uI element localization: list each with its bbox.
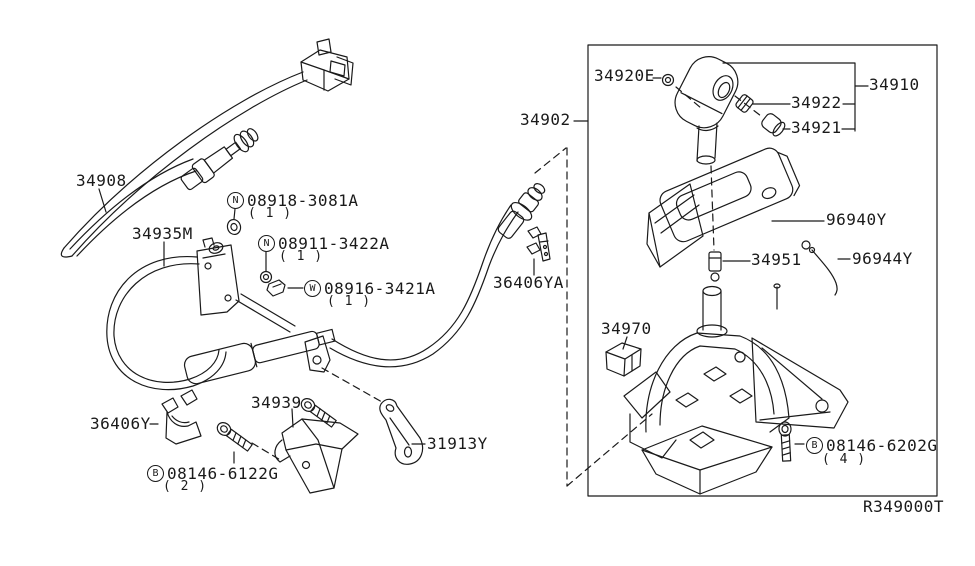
hardware-part-number: 08916-3421A [324, 278, 436, 298]
nut-symbol-icon: N [227, 192, 244, 209]
hardware-label-nut-08911: N 08911-3422A [258, 235, 389, 252]
bolt-6202g [778, 421, 792, 462]
bolt-6122g-a [216, 422, 253, 452]
shift-knob [674, 56, 739, 165]
harness-96944y [801, 240, 838, 296]
knob-nut-34920e [661, 73, 675, 87]
cable-34902-run [329, 183, 546, 368]
mount-bracket-plate [196, 237, 240, 316]
hardware-label-bolt-6122g: B 08146-6122G [147, 465, 278, 482]
hardware-qty-nut-08911: ( 1 ) [279, 249, 324, 264]
clip-36406y [161, 389, 202, 445]
cable-damper [183, 293, 336, 385]
pin-34951 [708, 251, 722, 282]
block-34970 [605, 342, 642, 377]
nut-08911 [259, 270, 273, 284]
part-label-34939: 34939 [251, 393, 302, 412]
washer-08918 [226, 218, 242, 236]
part-label-96940y: 96940Y [826, 210, 887, 229]
clip-36406ya [526, 226, 551, 262]
hardware-part-number: 08911-3422A [278, 233, 390, 253]
hardware-qty-washer-08916: ( 1 ) [327, 294, 372, 309]
hardware-qty-bolt-6202g: ( 4 ) [822, 452, 867, 467]
bolt-symbol-icon: B [147, 465, 164, 482]
bolt-6122g-b [300, 398, 337, 428]
nut-symbol-icon: N [258, 235, 275, 252]
leader-lines [98, 62, 869, 464]
hardware-part-number: 08146-6122G [167, 463, 279, 483]
part-label-34935m: 34935M [132, 224, 193, 243]
hardware-label-bolt-6202g: B 08146-6202G [806, 437, 937, 454]
part-label-34910: 34910 [869, 75, 920, 94]
part-label-34902: 34902 [520, 110, 571, 129]
part-label-96944y: 96944Y [852, 249, 913, 268]
bolt-symbol-icon: B [806, 437, 823, 454]
washer-08916-clamp [266, 279, 286, 297]
figure-ref-code: R349000T [863, 497, 945, 516]
cable-34908 [60, 38, 354, 258]
part-label-36406ya: 36406YA [493, 273, 564, 292]
part-label-34920e: 34920E [594, 66, 655, 85]
part-label-34921: 34921 [791, 118, 842, 137]
hardware-label-nut-08918: N 08918-3081A [227, 192, 358, 209]
hardware-qty-bolt-6122g: ( 2 ) [163, 479, 208, 494]
bracket-34939 [274, 418, 359, 494]
knob-button-parts [735, 94, 786, 137]
part-label-34951: 34951 [751, 250, 802, 269]
part-label-34908: 34908 [76, 171, 127, 190]
part-label-34922: 34922 [791, 93, 842, 112]
part-label-31913y: 31913Y [427, 434, 488, 453]
washer-symbol-icon: W [304, 280, 321, 297]
part-label-36406y: 36406Y [90, 414, 151, 433]
cable-34935m-loop [106, 256, 227, 391]
shifter-base-assembly [623, 283, 849, 495]
projection-lines [251, 86, 762, 487]
indicator-console-96940y [646, 147, 801, 268]
bracket-31913y [379, 398, 424, 465]
hardware-label-washer-08916: W 08916-3421A [304, 280, 435, 297]
hardware-part-number: 08918-3081A [247, 190, 359, 210]
part-label-34970: 34970 [601, 319, 652, 338]
hardware-qty-nut-08918: ( 1 ) [248, 206, 293, 221]
detail-box [587, 44, 938, 497]
hardware-part-number: 08146-6202G [826, 435, 938, 455]
